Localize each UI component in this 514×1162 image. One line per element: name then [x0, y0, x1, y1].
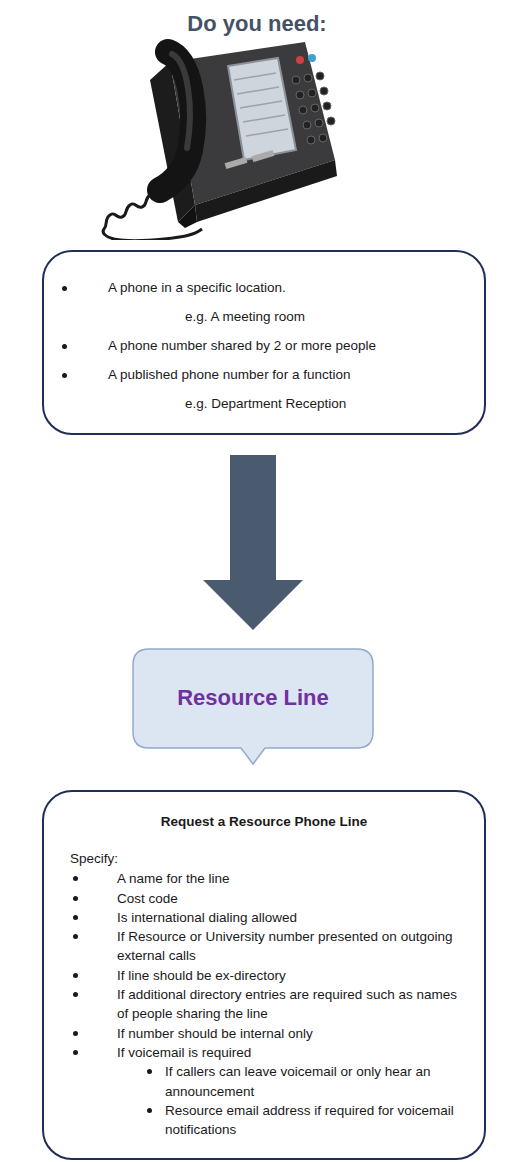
bullet-text: Is international dialing allowed — [117, 908, 462, 927]
bullet-text: If line should be ex-directory — [117, 966, 462, 985]
bullet-text: If number should be internal only — [117, 1024, 462, 1043]
phone-screen — [228, 58, 296, 160]
bullet-item: If callers can leave voicemail or only h… — [44, 1062, 484, 1101]
text-line: e.g. Department Reception — [44, 394, 484, 414]
bullet-dot — [73, 1050, 78, 1055]
blue-button — [308, 54, 316, 62]
note-text: e.g. Department Reception — [185, 394, 465, 414]
bullet-dot — [73, 876, 78, 881]
rounded-box: Request a Resource Phone LineSpecify:A n… — [42, 790, 486, 1160]
bullet-item: Is international dialing allowed — [44, 908, 484, 927]
bullet-text: If callers can leave voicemail or only h… — [165, 1062, 455, 1101]
bullet-text: A name for the line — [117, 869, 462, 888]
bullet-item: If voicemail is required — [44, 1043, 484, 1062]
note-text: e.g. A meeting room — [185, 307, 465, 327]
callout-shape: Resource Line — [132, 648, 374, 765]
bullet-dot — [62, 344, 67, 349]
handset-highlight — [172, 54, 190, 148]
bullet-dot — [147, 1108, 152, 1113]
note-text: Specify: — [70, 849, 450, 868]
screen-lines — [234, 73, 288, 136]
bullet-item: A name for the line — [44, 869, 484, 888]
block-arrow — [203, 455, 303, 630]
bullet-item: If additional directory entries are requ… — [44, 985, 484, 1024]
keypad-buttons — [292, 72, 335, 144]
bullet-dot — [73, 973, 78, 978]
coiled-cord — [103, 195, 202, 240]
bullet-item: If line should be ex-directory — [44, 966, 484, 985]
bullet-text: Cost code — [117, 889, 462, 908]
bullet-dot — [147, 1069, 152, 1074]
bullet-item: Resource email address if required for v… — [44, 1101, 484, 1140]
bullet-text: If Resource or University number present… — [117, 927, 462, 966]
bullet-item: Cost code — [44, 889, 484, 908]
bullet-dot — [73, 992, 78, 997]
diagram-title: Do you need: — [0, 10, 514, 38]
text-line: Specify: — [44, 849, 484, 868]
bullet-text: If voicemail is required — [117, 1043, 462, 1062]
bullet-text: A published phone number for a function — [108, 365, 468, 385]
red-button — [296, 56, 304, 64]
bullet-dot — [73, 934, 78, 939]
callout-label: Resource Line — [132, 648, 374, 748]
bullet-text: If additional directory entries are requ… — [117, 985, 462, 1024]
rounded-box: A phone in a specific location. e.g. A me… — [42, 250, 486, 435]
bullet-dot — [73, 896, 78, 901]
bullet-dot — [62, 373, 67, 378]
bullet-item: A phone in a specific location. — [44, 278, 484, 298]
bullet-item: A published phone number for a function — [44, 365, 484, 385]
soft-key — [225, 157, 248, 169]
bullet-text: A phone number shared by 2 or more peopl… — [108, 336, 468, 356]
bullet-dot — [62, 286, 67, 291]
soft-key — [252, 150, 275, 162]
phone-foot — [178, 205, 197, 228]
bullet-item: A phone number shared by 2 or more peopl… — [44, 336, 484, 356]
handset — [160, 52, 193, 190]
bullet-text: A phone in a specific location. — [108, 278, 468, 298]
text-line: e.g. A meeting room — [44, 307, 484, 327]
bullet-item: If number should be internal only — [44, 1024, 484, 1043]
bullet-dot — [73, 915, 78, 920]
bullet-text: Resource email address if required for v… — [165, 1101, 455, 1140]
callout-body — [133, 649, 373, 764]
bullet-item: If Resource or University number present… — [44, 927, 484, 966]
phone-front-edge — [195, 160, 337, 222]
box-heading: Request a Resource Phone Line — [44, 812, 484, 831]
bullet-dot — [73, 1031, 78, 1036]
